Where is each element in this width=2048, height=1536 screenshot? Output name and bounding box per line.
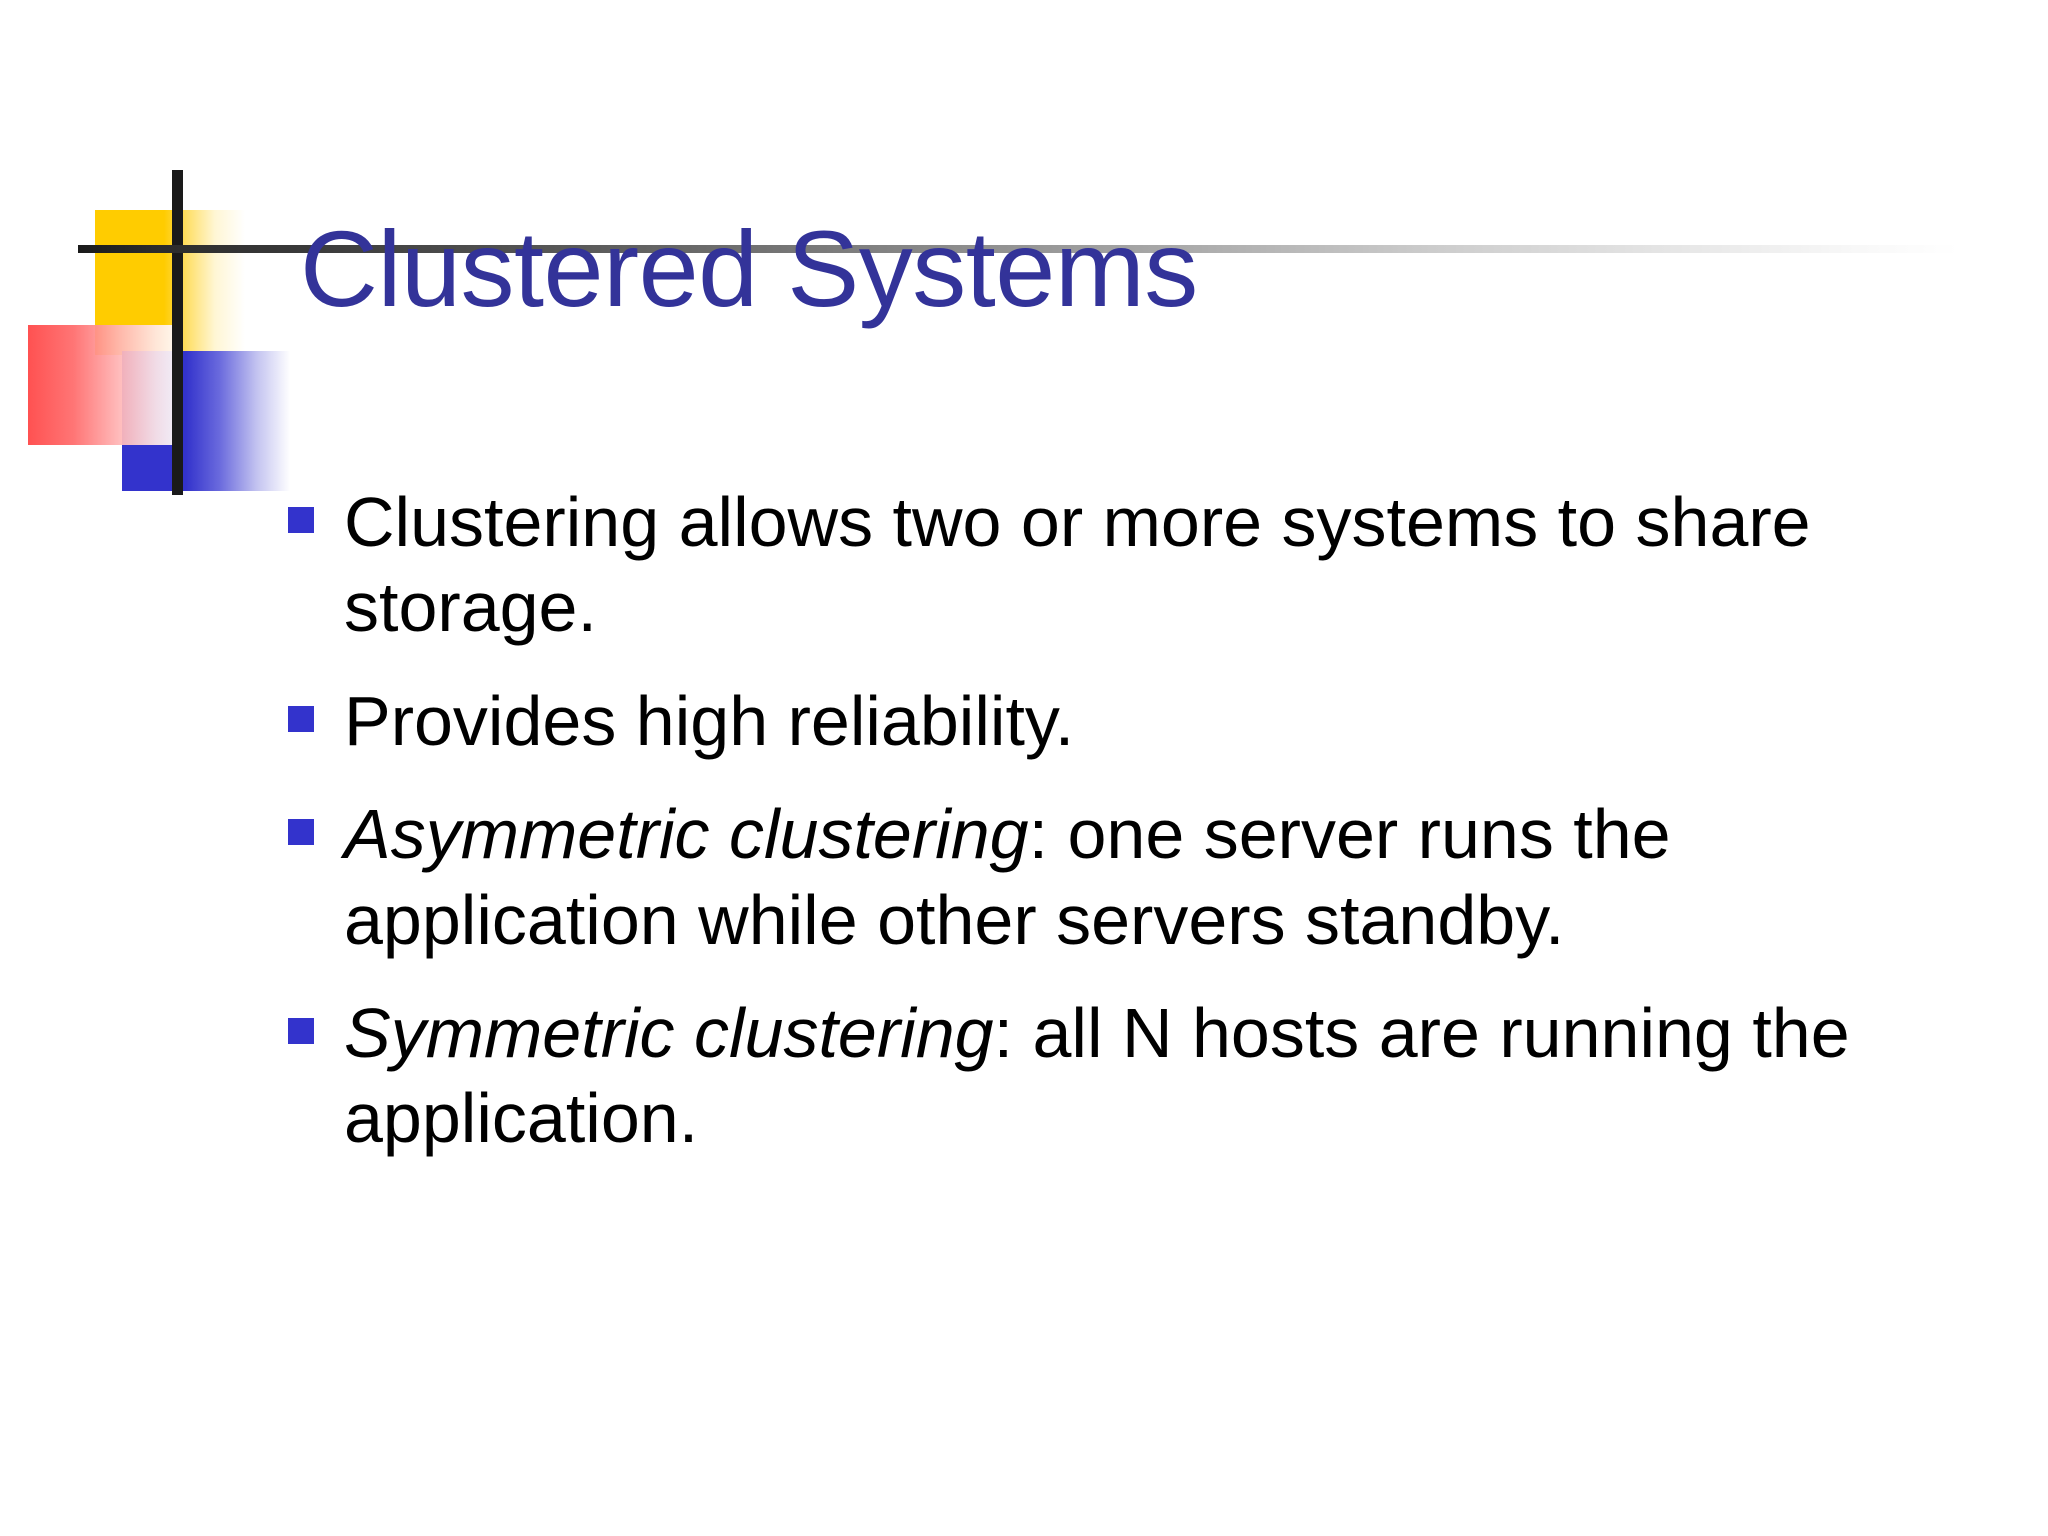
header-ornament-graphic [0,150,420,495]
bullet-square-icon [288,705,314,732]
list-item: Symmetric clustering: all N hosts are ru… [288,991,1968,1162]
list-item-emphasis: Symmetric clustering [344,993,994,1072]
vertical-rule-upper [172,170,183,365]
list-item-body: Provides high reliability. [344,681,1075,760]
bullet-square-icon [288,1017,314,1044]
red-square-icon [28,325,180,445]
list-item-body: Clustering allows two or more systems to… [344,483,1811,647]
list-item-text: Symmetric clustering: all N hosts are ru… [344,991,1968,1162]
list-item-body: : all N hosts are running the applicatio… [344,993,1850,1158]
horizontal-rule [78,245,1958,253]
bullet-square-icon [288,507,314,533]
bullet-list: Clustering allows two or more systems to… [288,480,1968,1190]
list-item: Provides high reliability. [288,679,1968,764]
list-item: Asymmetric clustering: one server runs t… [288,792,1968,963]
list-item-emphasis: Asymmetric clustering [344,795,1029,874]
page-title: Clustered Systems [300,208,1198,329]
list-item-text: Asymmetric clustering: one server runs t… [344,792,1968,963]
list-item-text: Provides high reliability. [344,679,1968,764]
list-item-text: Clustering allows two or more systems to… [344,480,1968,651]
bullet-square-icon [288,819,314,846]
list-item-body: : one server runs the application while … [344,795,1671,959]
list-item: Clustering allows two or more systems to… [288,480,1968,651]
vertical-rule-lower [172,365,183,495]
